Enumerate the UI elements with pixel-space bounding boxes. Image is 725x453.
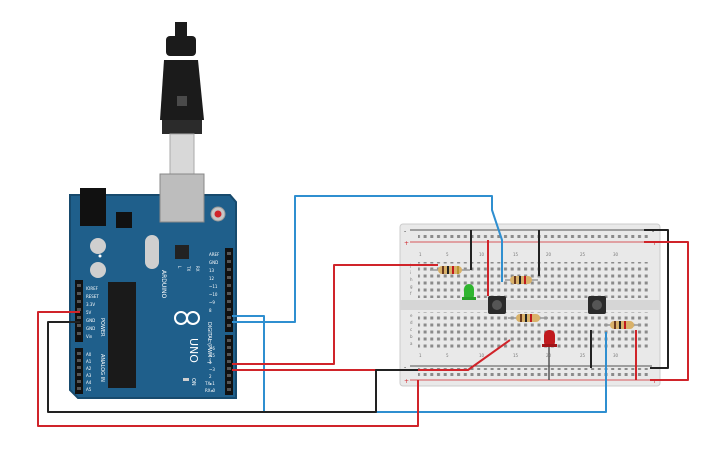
column-label: 5 bbox=[446, 353, 449, 358]
breadboard[interactable]: - + - + - + - + j i h g f e d c b a 1 5 … bbox=[399, 223, 661, 387]
column-label: 1 bbox=[419, 252, 422, 257]
digital-pin-label: 8 bbox=[209, 308, 212, 313]
arduino-logo-icon bbox=[174, 311, 200, 325]
power-pin-label: IOREF bbox=[86, 286, 99, 291]
usb-port bbox=[159, 173, 205, 223]
column-label: 20 bbox=[546, 252, 552, 257]
analog-pin-label: A4 bbox=[86, 380, 92, 385]
resistor-1[interactable] bbox=[430, 266, 470, 274]
column-label: 5 bbox=[446, 252, 449, 257]
pushbutton-2[interactable] bbox=[588, 296, 606, 314]
crystal-icon bbox=[145, 235, 159, 269]
column-label: 10 bbox=[479, 252, 485, 257]
row-label: g bbox=[410, 284, 413, 289]
digital-pin-label: AREF bbox=[209, 252, 220, 257]
digital-pin-label: TX▸1 bbox=[204, 381, 215, 386]
digital-pin-label: 12 bbox=[209, 276, 215, 281]
analog-pin-label: A0 bbox=[86, 352, 92, 357]
power-pin-label: GND bbox=[86, 326, 95, 331]
wire-red-pin2[interactable] bbox=[232, 339, 511, 371]
breadboard-center-channel bbox=[400, 300, 660, 310]
row-label: f bbox=[410, 291, 412, 296]
analog-pin-label: A5 bbox=[86, 387, 92, 392]
digital-pin-label: ~6 bbox=[209, 346, 215, 351]
digital-pin-label: GND bbox=[209, 260, 218, 265]
row-label: h bbox=[410, 277, 413, 282]
wire-red-rail[interactable] bbox=[644, 241, 689, 381]
rail-plus-label: + bbox=[404, 240, 409, 247]
row-label: i bbox=[410, 270, 411, 275]
model-label: UNO bbox=[187, 338, 200, 363]
digital-pin-label: 4 bbox=[209, 360, 212, 365]
analog-label: ANALOG IN bbox=[99, 354, 105, 382]
l-label: L bbox=[177, 266, 182, 269]
rail-minus-label: - bbox=[404, 364, 406, 371]
digital-header-low bbox=[225, 335, 233, 395]
rail-minus-label: - bbox=[404, 228, 406, 235]
wire-blue-pin9[interactable] bbox=[232, 195, 503, 323]
digital-pin-label: ~9 bbox=[209, 300, 215, 305]
atmega-chip bbox=[108, 282, 136, 388]
wires bbox=[37, 195, 689, 427]
rail-minus-label: - bbox=[652, 228, 654, 235]
digital-pin-label: 13 bbox=[209, 268, 215, 273]
brand-label: ARDUINO bbox=[160, 270, 167, 299]
digital-pin-label: ~11 bbox=[209, 284, 218, 289]
on-label: ON bbox=[190, 378, 196, 386]
capacitor-icon bbox=[90, 238, 106, 254]
analog-pin-label: A3 bbox=[86, 373, 92, 378]
row-label: c bbox=[410, 327, 412, 332]
resistor-4[interactable] bbox=[604, 321, 640, 329]
power-pin-label: RESET bbox=[86, 294, 99, 299]
digital-pin-label: RX◂0 bbox=[205, 388, 216, 393]
column-label: 30 bbox=[613, 353, 619, 358]
power-pin-label: 3.3V bbox=[86, 302, 95, 307]
digital-pin-label: 7 bbox=[209, 339, 212, 344]
power-label: POWER bbox=[99, 318, 105, 337]
row-label: b bbox=[410, 334, 413, 339]
column-label: 30 bbox=[613, 252, 619, 257]
resistor-2[interactable] bbox=[505, 276, 538, 284]
resistor-3[interactable] bbox=[508, 314, 548, 322]
power-jack bbox=[80, 188, 106, 226]
wire-red-pin3[interactable] bbox=[232, 264, 438, 365]
analog-pin-label: A2 bbox=[86, 366, 92, 371]
wire-red-5v[interactable] bbox=[37, 311, 419, 427]
digital-pin-label: ~3 bbox=[209, 367, 215, 372]
row-label: a bbox=[410, 341, 413, 346]
rail-plus-label: + bbox=[652, 240, 657, 247]
capacitor-icon bbox=[90, 262, 106, 278]
usb-cable[interactable] bbox=[160, 22, 204, 175]
digital-pin-label: ~10 bbox=[209, 292, 218, 297]
digital-label: DIGITAL (PWM~) bbox=[206, 322, 212, 364]
power-pin-label: 5V bbox=[86, 310, 92, 315]
rail-plus-label: + bbox=[652, 378, 657, 385]
column-label: 10 bbox=[479, 353, 485, 358]
digital-header-high bbox=[225, 248, 233, 332]
column-label: 1 bbox=[419, 353, 422, 358]
pushbutton-1[interactable] bbox=[488, 296, 506, 314]
wire-black-gnd[interactable] bbox=[47, 321, 418, 413]
power-pin-label: Vin bbox=[86, 334, 93, 339]
rx-label: RX bbox=[195, 266, 200, 272]
analog-header bbox=[75, 348, 83, 394]
power-pin-label: GND bbox=[86, 318, 95, 323]
arduino-uno-board[interactable]: ARDUINO UNO DIGITAL (PWM~) POWER ANALOG … bbox=[69, 173, 237, 399]
led-green[interactable] bbox=[462, 284, 476, 300]
column-label: 25 bbox=[580, 252, 586, 257]
rail-plus-label: + bbox=[404, 378, 409, 385]
led-red[interactable] bbox=[542, 330, 557, 380]
tx-label: TX bbox=[186, 265, 191, 271]
digital-pin-label: 2 bbox=[209, 374, 212, 379]
digital-pin-label: ~5 bbox=[209, 353, 215, 358]
analog-pin-label: A1 bbox=[86, 359, 92, 364]
row-label: e bbox=[410, 313, 413, 318]
column-label: 15 bbox=[513, 252, 519, 257]
column-label: 15 bbox=[513, 353, 519, 358]
wire-black-rail[interactable] bbox=[644, 229, 669, 369]
column-label: 25 bbox=[580, 353, 586, 358]
row-label: d bbox=[410, 320, 413, 325]
